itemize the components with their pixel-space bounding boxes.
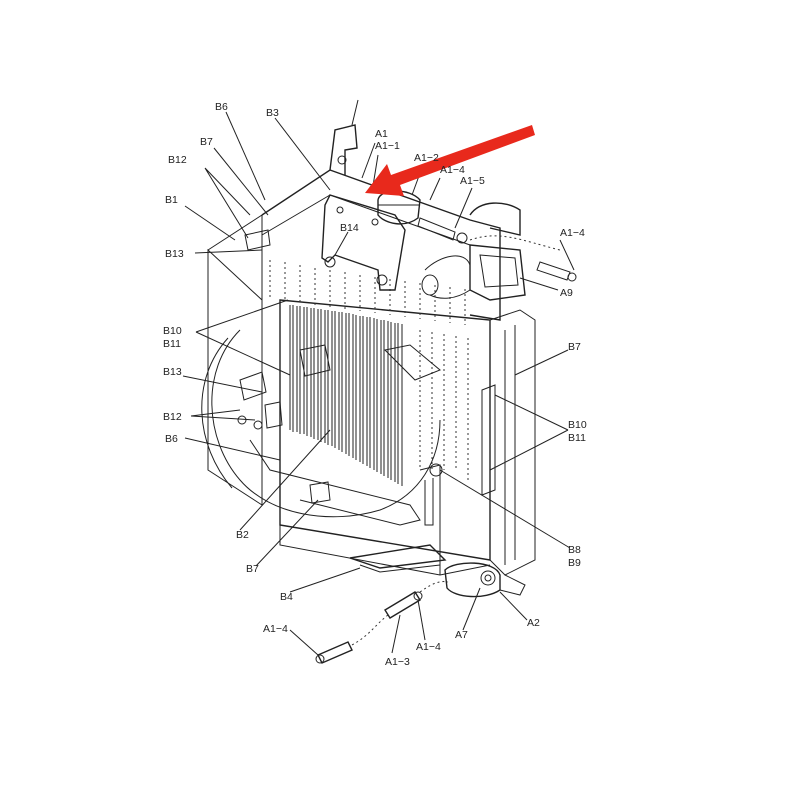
label-A7: A7 bbox=[455, 629, 468, 641]
label-B3: B3 bbox=[266, 107, 279, 119]
label-A1-2: A1−2 bbox=[414, 152, 439, 164]
label-A1-5: A1−5 bbox=[460, 175, 485, 187]
part-labels: A1 A1−1 A1−2 A1−4 A1−5 A1−4 A9 B6 B3 B7 … bbox=[163, 101, 587, 668]
label-B6-mid: B6 bbox=[165, 433, 178, 445]
label-B12-mid: B12 bbox=[163, 411, 182, 423]
label-B2: B2 bbox=[236, 529, 249, 541]
label-A1-4-right: A1−4 bbox=[560, 227, 585, 239]
label-A1: A1 bbox=[375, 128, 388, 140]
label-A1-4-bottom-mid: A1−4 bbox=[416, 641, 441, 653]
core-fins bbox=[269, 260, 469, 486]
fan-shroud bbox=[201, 329, 441, 526]
label-B6-top: B6 bbox=[215, 101, 228, 113]
label-B4: B4 bbox=[280, 591, 293, 603]
label-B7-top: B7 bbox=[200, 136, 213, 148]
bottom-outlet bbox=[349, 463, 526, 598]
label-A9: A9 bbox=[560, 287, 573, 299]
label-B8: B8 bbox=[568, 544, 581, 556]
label-B12-top: B12 bbox=[168, 154, 187, 166]
label-B9: B9 bbox=[568, 557, 581, 569]
label-B11-left: B11 bbox=[163, 338, 181, 350]
label-A1-4-bottom-left: A1−4 bbox=[263, 623, 288, 635]
upper-outlet bbox=[417, 202, 577, 301]
top-bracket bbox=[321, 99, 421, 291]
label-B11-right: B11 bbox=[568, 432, 586, 444]
loose-hoses bbox=[315, 581, 449, 664]
leader-lines bbox=[182, 111, 575, 656]
label-B13-top: B13 bbox=[165, 248, 184, 260]
label-B10-left: B10 bbox=[163, 325, 182, 337]
label-B14: B14 bbox=[340, 222, 359, 234]
label-B10-right: B10 bbox=[568, 419, 587, 431]
label-A2: A2 bbox=[527, 617, 540, 629]
red-arrow-icon bbox=[365, 125, 535, 196]
label-B7-right: B7 bbox=[568, 341, 581, 353]
radiator-body bbox=[207, 169, 536, 576]
label-B7-bottom: B7 bbox=[246, 563, 259, 575]
label-A1-4-top: A1−4 bbox=[440, 164, 465, 176]
label-A1-1: A1−1 bbox=[375, 140, 400, 152]
label-B1: B1 bbox=[165, 194, 178, 206]
label-A1-3: A1−3 bbox=[385, 656, 410, 668]
side-brackets bbox=[237, 229, 441, 504]
label-B13-mid: B13 bbox=[163, 366, 182, 378]
